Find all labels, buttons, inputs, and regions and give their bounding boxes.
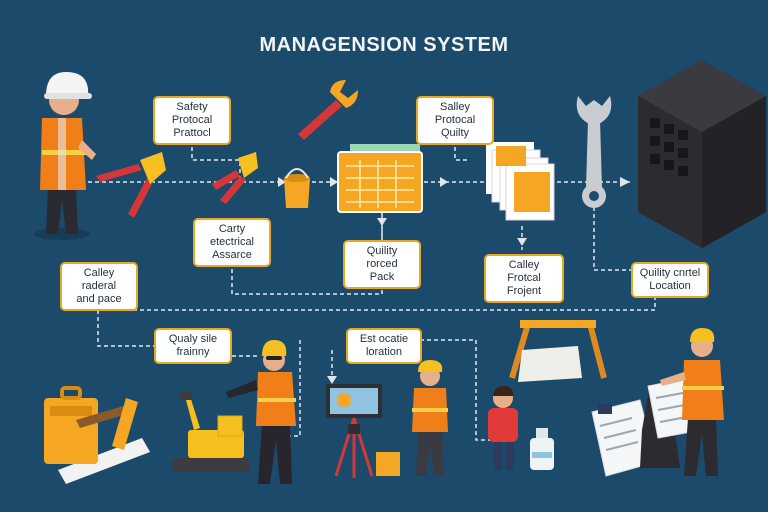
- label-quality-location: Quility cnrtel Location: [631, 262, 709, 298]
- excavator-icon: [172, 392, 250, 472]
- label-line: Quilty: [440, 127, 470, 139]
- label-line: frainny: [176, 346, 210, 358]
- label-line: and pace: [76, 293, 122, 305]
- connector-qualy: [97, 296, 155, 347]
- label-line: Assarce: [212, 249, 252, 261]
- label-line: Prattocl: [173, 127, 211, 139]
- presenter-figure: [226, 340, 296, 484]
- label-line: Pack: [369, 271, 395, 283]
- label-calley-frotcal: Calley Frotcal Frojent: [484, 254, 564, 303]
- arrow-head: [327, 376, 337, 384]
- child-figure: [488, 386, 518, 470]
- label-quality-rock-pack: Quility rorced Pack: [343, 240, 421, 289]
- arrow-heads: [278, 177, 630, 384]
- document-panel-icon: [337, 144, 423, 213]
- arrow-head: [517, 238, 527, 246]
- worker-figure: [34, 72, 96, 240]
- label-line: Carty etectrical: [209, 223, 255, 248]
- bottle-icon: [530, 428, 554, 470]
- barrier-icon: [509, 320, 607, 382]
- label-line: Frojent: [506, 285, 542, 297]
- engineer-figure: [412, 360, 448, 476]
- toolbox-icon: [44, 386, 150, 484]
- connector-est: [420, 339, 495, 441]
- connector-location: [593, 200, 632, 271]
- arrow-head: [620, 177, 630, 187]
- label-safety-protocol: Safety Protocal Prattocl: [153, 96, 231, 145]
- paint-bucket-icon: [284, 168, 310, 208]
- label-line: loration: [365, 346, 403, 358]
- label-line: Safety Protocal: [171, 101, 213, 126]
- label-line: Calley Frotcal: [507, 259, 541, 284]
- arrow-head: [278, 177, 286, 187]
- tripod-monitor-icon: [326, 384, 400, 478]
- label-line: Salley Protocal: [434, 101, 476, 126]
- pliers-icon: [96, 152, 166, 218]
- connector-horizontal: [100, 293, 656, 311]
- label-line: Quility cnrtel: [639, 267, 701, 279]
- document-stack-icon: [486, 142, 555, 221]
- label-line: Est ocatie: [359, 333, 409, 345]
- label-line: Qualy sile: [168, 333, 218, 345]
- inspector-figure: [660, 328, 724, 476]
- label-line: Quility rorced: [366, 245, 398, 270]
- label-calley-material: Calley raderal and pace: [60, 262, 138, 311]
- label-carty-electrical: Carty etectrical Assarce: [193, 218, 271, 267]
- label-line: Location: [649, 280, 691, 292]
- page-title: MANAGENSION SYSTEM: [259, 34, 509, 56]
- connector-quality-1: [454, 126, 470, 161]
- label-line: Calley raderal: [81, 267, 117, 292]
- pliers-icon: [212, 152, 258, 204]
- server-block-icon: [638, 60, 766, 248]
- arrow-head: [330, 177, 338, 187]
- label-qualy-site: Qualy sile frainny: [154, 328, 232, 364]
- label-est-ocatie: Est ocatie loration: [346, 328, 422, 364]
- label-safety-protocol-quality: Salley Protocal Quilty: [416, 96, 494, 145]
- arrow-head: [377, 218, 387, 226]
- wrench-icon: [298, 80, 358, 140]
- connector-worker: [290, 340, 301, 437]
- arrow-head: [440, 177, 448, 187]
- wrench-icon: [576, 96, 612, 208]
